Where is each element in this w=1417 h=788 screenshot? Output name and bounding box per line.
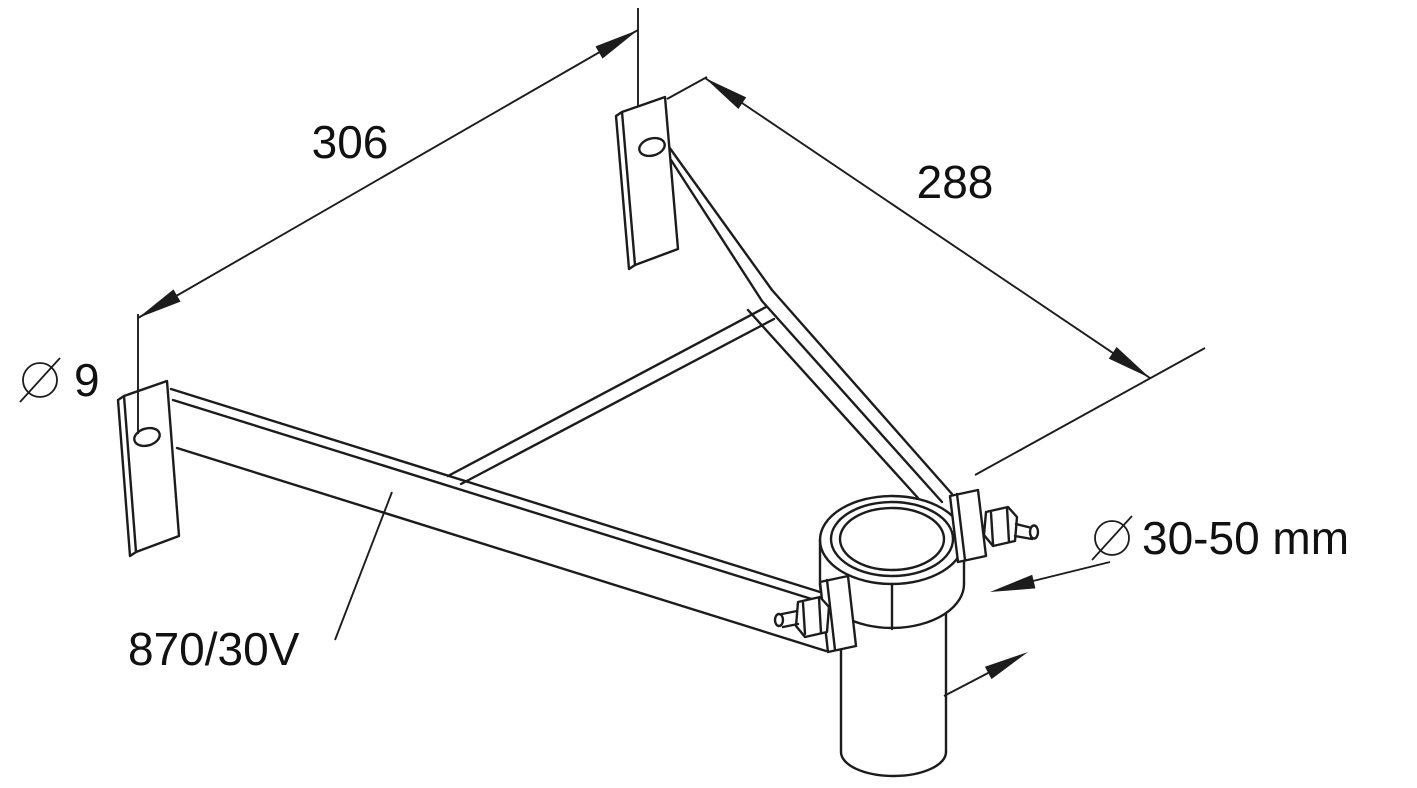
bolt-right-hex-nut [982, 505, 1019, 548]
flange-plate-right-inner-line [955, 492, 967, 562]
dimension-reach: 288 [666, 76, 1206, 476]
mounting-hole-upper [638, 136, 666, 158]
dimension-line-306 [137, 29, 639, 319]
diameter-symbol-slash [19, 357, 61, 403]
dimension-line-288 [704, 77, 1151, 379]
arrowhead [984, 652, 1028, 680]
wall-plate-upper-fold-line [620, 110, 637, 267]
diameter-symbol-slash [1091, 515, 1133, 561]
pipe-bottom-edge [839, 750, 948, 778]
diameter-symbol-icon [1094, 520, 1130, 556]
bolt-right-stud-end [1028, 524, 1040, 540]
front-arm-bottom-edge [175, 446, 828, 653]
model-number-text: 870/30V [128, 623, 300, 675]
cross-brace-top-edge [446, 305, 768, 478]
mounting-hole-left [133, 426, 161, 448]
wall-plate-left [116, 379, 181, 558]
label-model: 870/30V [128, 491, 393, 675]
pipe-top-rim [838, 506, 946, 572]
rear-arm-lower-edge [746, 308, 920, 500]
diameter-symbol-icon [22, 362, 58, 398]
hole-diameter-value: 9 [74, 354, 100, 406]
dimension-value-288: 288 [917, 156, 994, 208]
extension-line-upper [666, 76, 708, 100]
rear-arm-inner-edge [669, 158, 944, 504]
arrowhead [705, 78, 747, 109]
arrowhead [595, 30, 638, 59]
front-arm-inner-edge [171, 398, 820, 603]
clamp-bolt-right [982, 505, 1040, 548]
extension-line-lower [974, 347, 1206, 476]
label-hole-diameter: 9 [19, 354, 100, 406]
clamp-bolt-left [773, 595, 831, 639]
dimension-wall-span: 306 [137, 8, 639, 434]
pipe-body [841, 596, 946, 777]
rear-arm-top-edge [667, 145, 954, 496]
wall-plate-upper-outline [614, 95, 680, 271]
bolt-right-stud [1013, 522, 1034, 541]
clamp-flange-right [948, 488, 988, 564]
wall-plate-left-outline [116, 379, 181, 558]
clamp-flange-left [818, 574, 858, 654]
dimension-value-306: 306 [312, 116, 389, 168]
arrowhead [138, 289, 181, 318]
arrowhead [1108, 347, 1150, 378]
bolt-left-stud [780, 609, 800, 629]
front-arm-top-edge [169, 387, 822, 594]
pipe-diameter-leader-upper [1032, 561, 1111, 582]
bolt-left-hex-nut [794, 595, 831, 639]
cross-brace-bottom-edge [459, 317, 776, 486]
wall-plate-left-fold-line [122, 394, 138, 554]
arrowhead [990, 574, 1036, 592]
wall-plate-upper [614, 95, 680, 271]
bracket-frame [169, 145, 954, 653]
clamp-band-inner-rim [829, 500, 955, 578]
pipe-diameter-value: 30-50 mm [1142, 512, 1349, 564]
bolt-left-nut-facets [801, 596, 823, 636]
model-leader-line [334, 491, 393, 641]
label-pipe-diameter: 30-50 mm [943, 512, 1349, 697]
mast-pipe [839, 596, 948, 778]
bolt-right-nut-facets [989, 506, 1011, 546]
bolt-left-stud-end [773, 612, 785, 628]
pipe-diameter-leader-lower [943, 671, 991, 697]
flange-plate-left-inner-line [825, 578, 837, 652]
